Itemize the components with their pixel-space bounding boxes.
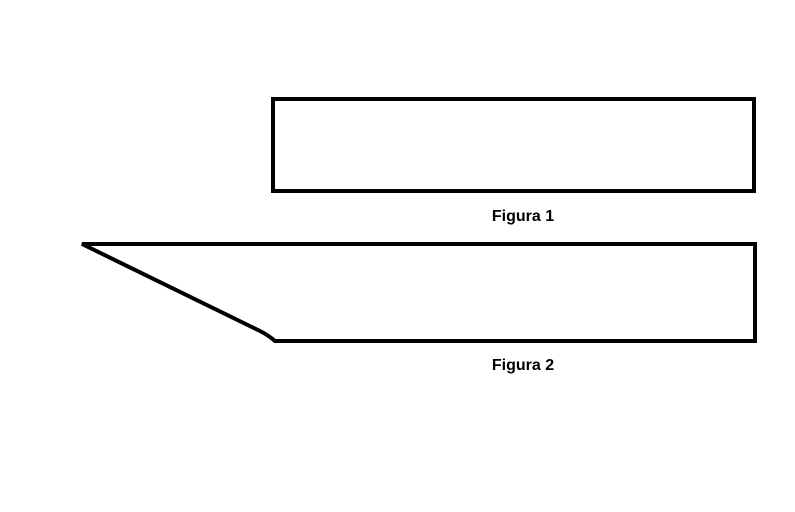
figure-2-caption: Figura 2 — [491, 357, 555, 374]
figure-1-caption: Figura 1 — [491, 208, 555, 225]
figure-2-trapezoid — [81, 242, 757, 343]
figure-1-rectangle — [271, 97, 756, 193]
